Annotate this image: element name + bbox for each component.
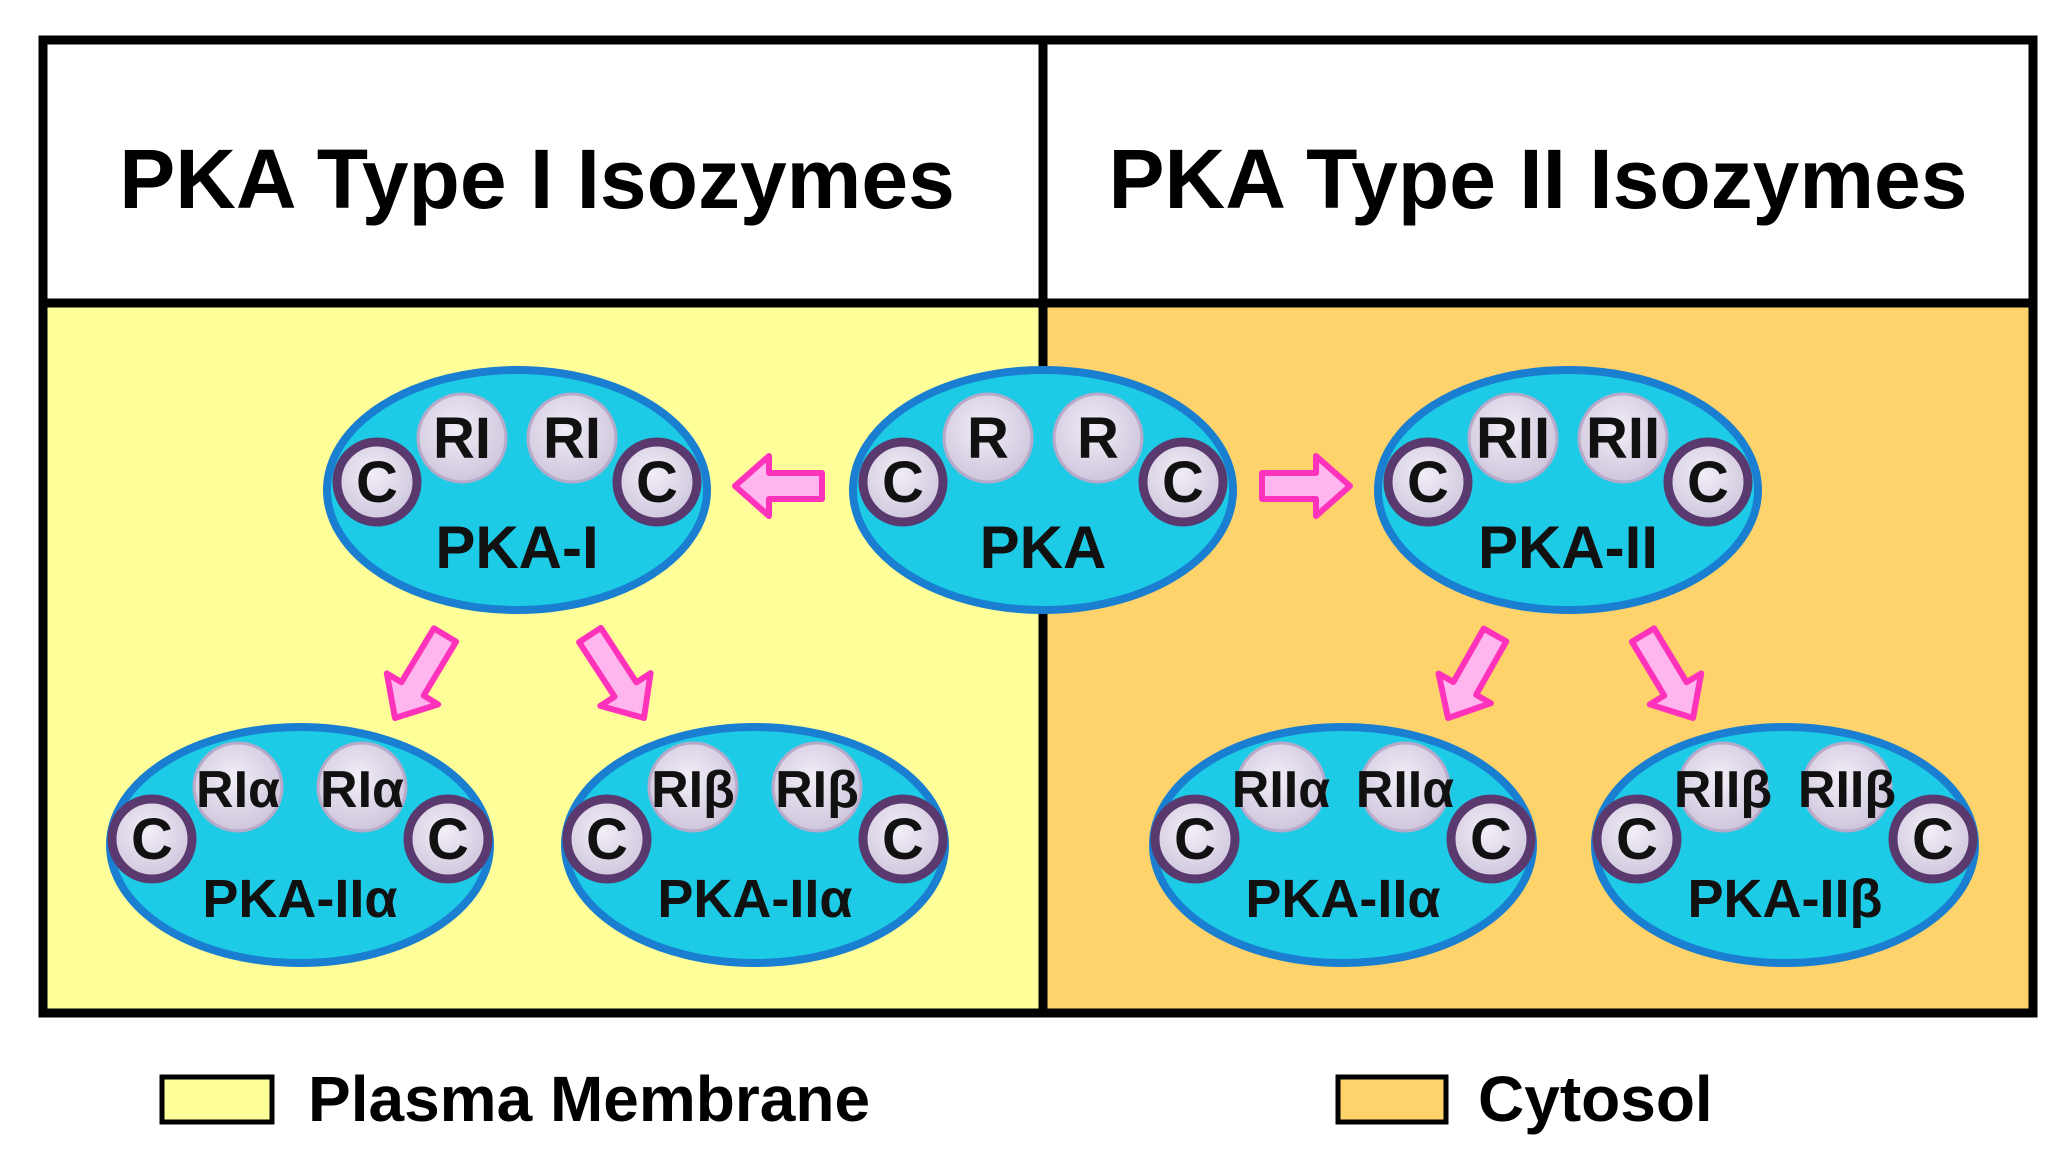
pka-rii-beta-r-subunit <box>1801 741 1893 833</box>
pka-i-r-label: RI <box>433 406 491 471</box>
pka-ri-alpha-r-subunit <box>316 741 408 833</box>
pka-ri-beta-r-subunit <box>771 741 863 833</box>
pka-rii-beta-c-subunit <box>1592 794 1682 884</box>
pka-r-label: R <box>967 406 1009 471</box>
pka-ri-beta-c-label: C <box>882 807 924 872</box>
pka-i-r-subunit <box>526 392 618 484</box>
pka-ri-beta-c-label: C <box>586 807 628 872</box>
legend-swatch-plasma-membrane <box>159 1074 275 1125</box>
pka-rii-alpha-r-label: RIIα <box>1356 761 1454 819</box>
pka-ri-alpha-r-label: RIα <box>196 761 280 819</box>
header-type-i: PKA Type I Isozymes <box>119 132 955 226</box>
pka-rii-beta-c-label: C <box>1912 807 1954 872</box>
pka-ri-alpha-c-label: C <box>131 807 173 872</box>
pka-i-c-subunit <box>332 437 422 527</box>
pka-rii-alpha-c-subunit <box>1446 794 1536 884</box>
pka-ri-alpha-name: PKA-IIα <box>202 869 397 929</box>
pka-rii-alpha-c-subunit <box>1150 794 1240 884</box>
pka-r-subunit <box>942 392 1034 484</box>
pka-ri-alpha-r-subunit <box>192 741 284 833</box>
pka-r-subunit <box>1052 392 1144 484</box>
pka-ri-alpha-r-label: RIα <box>320 761 404 819</box>
pka-i-c-label: C <box>356 450 398 515</box>
pka-c-subunit <box>1138 437 1228 527</box>
legend-label-plasma-membrane: Plasma Membrane <box>308 1063 870 1135</box>
legend-label-cytosol: Cytosol <box>1478 1063 1713 1135</box>
pka-c-label: C <box>882 450 924 515</box>
header-type-ii: PKA Type II Isozymes <box>1109 132 1968 226</box>
pka-ri-beta-c-subunit <box>562 794 652 884</box>
arrow-pka-ii-to-rii-alpha <box>1435 625 1510 721</box>
pka-ii-c-label: C <box>1687 450 1729 515</box>
arrow-pka-ii-to-rii-beta <box>1628 625 1705 721</box>
pka-rii-alpha-r-subunit <box>1359 741 1451 833</box>
pka-rii-beta-c-label: C <box>1616 807 1658 872</box>
pka-rii-beta-name: PKA-IIβ <box>1688 869 1883 929</box>
pka-c-subunit <box>858 437 948 527</box>
pka-ii-complex: RII RII C C PKA-II <box>1374 366 1762 614</box>
figure-frame <box>38 35 2038 1018</box>
pka-c-label: C <box>1162 450 1204 515</box>
arrow-pka-i-to-ri-alpha <box>383 625 460 721</box>
pka-rii-alpha-r-subunit <box>1235 741 1327 833</box>
pka-ii-r-label: RII <box>1586 406 1660 471</box>
pka-rii-beta-r-label: RIIβ <box>1798 761 1896 819</box>
pka-i-c-label: C <box>636 450 678 515</box>
pka-i-complex: RI RI C C PKA-I <box>323 366 711 614</box>
pka-ri-alpha-c-subunit <box>403 794 493 884</box>
pka-rii-alpha-r-label: RIIα <box>1232 761 1330 819</box>
pka-ri-beta-name: PKA-IIα <box>657 869 852 929</box>
pka-rii-beta-c-subunit <box>1888 794 1978 884</box>
pka-rii-alpha-c-label: C <box>1174 807 1216 872</box>
pka-rii-beta-r-subunit <box>1677 741 1769 833</box>
pka-i-c-subunit <box>612 437 702 527</box>
pka-i-r-label: RI <box>543 406 601 471</box>
pka-ii-r-label: RII <box>1476 406 1550 471</box>
legend-swatch-cytosol <box>1335 1074 1449 1125</box>
pka-ri-beta-c-subunit <box>858 794 948 884</box>
pka-i-name: PKA-I <box>435 514 598 581</box>
pka-ii-name: PKA-II <box>1478 514 1658 581</box>
pka-ri-beta-r-label: RIβ <box>651 761 735 819</box>
pka-ii-c-subunit <box>1663 437 1753 527</box>
pka-ri-alpha-c-subunit <box>107 794 197 884</box>
pka-ri-alpha-c-label: C <box>427 807 469 872</box>
pka-rii-beta-r-label: RIIβ <box>1674 761 1772 819</box>
pka-rii-alpha-name: PKA-IIα <box>1245 869 1440 929</box>
pka-i-r-subunit <box>416 392 508 484</box>
pka-ii-c-label: C <box>1407 450 1449 515</box>
pka-ri-beta-r-subunit <box>647 741 739 833</box>
pka-name: PKA <box>980 514 1107 581</box>
arrow-pka-to-pka-i <box>732 453 825 519</box>
pka-ri-beta-r-label: RIβ <box>775 761 859 819</box>
arrows <box>383 453 1705 721</box>
pka-ii-c-subunit <box>1383 437 1473 527</box>
pka-ii-r-subunit <box>1467 392 1559 484</box>
pka-ii-r-subunit <box>1577 392 1669 484</box>
arrow-pka-i-to-ri-beta <box>576 624 654 721</box>
pka-r-label: R <box>1077 406 1119 471</box>
pka-rii-alpha-c-label: C <box>1470 807 1512 872</box>
arrow-pka-to-pka-ii <box>1259 453 1353 519</box>
